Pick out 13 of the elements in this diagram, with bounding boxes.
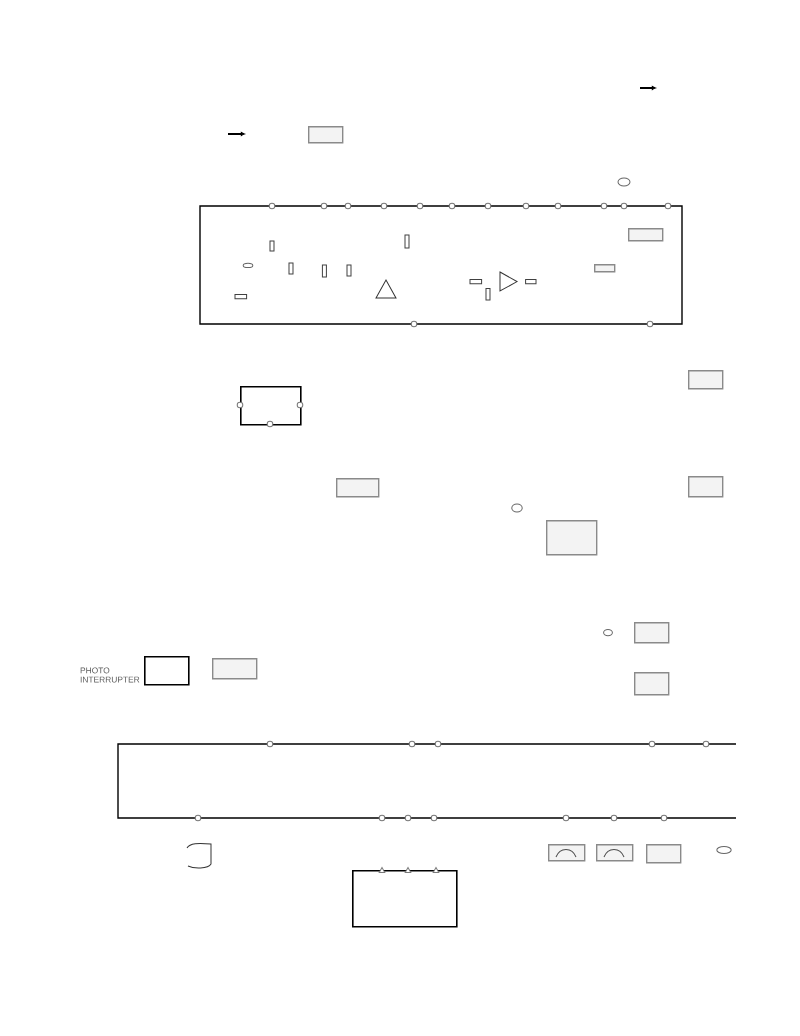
label-box [308,126,344,144]
label-box [212,658,258,680]
label-box [628,228,664,242]
label-box [646,844,682,864]
label-box [688,370,724,390]
label-box [634,672,670,696]
label-box [336,478,380,498]
label-box [546,520,598,556]
block-box [352,870,458,928]
block-box [240,386,302,426]
label-box [594,264,616,273]
label-box [688,476,724,498]
label-box [634,622,670,644]
